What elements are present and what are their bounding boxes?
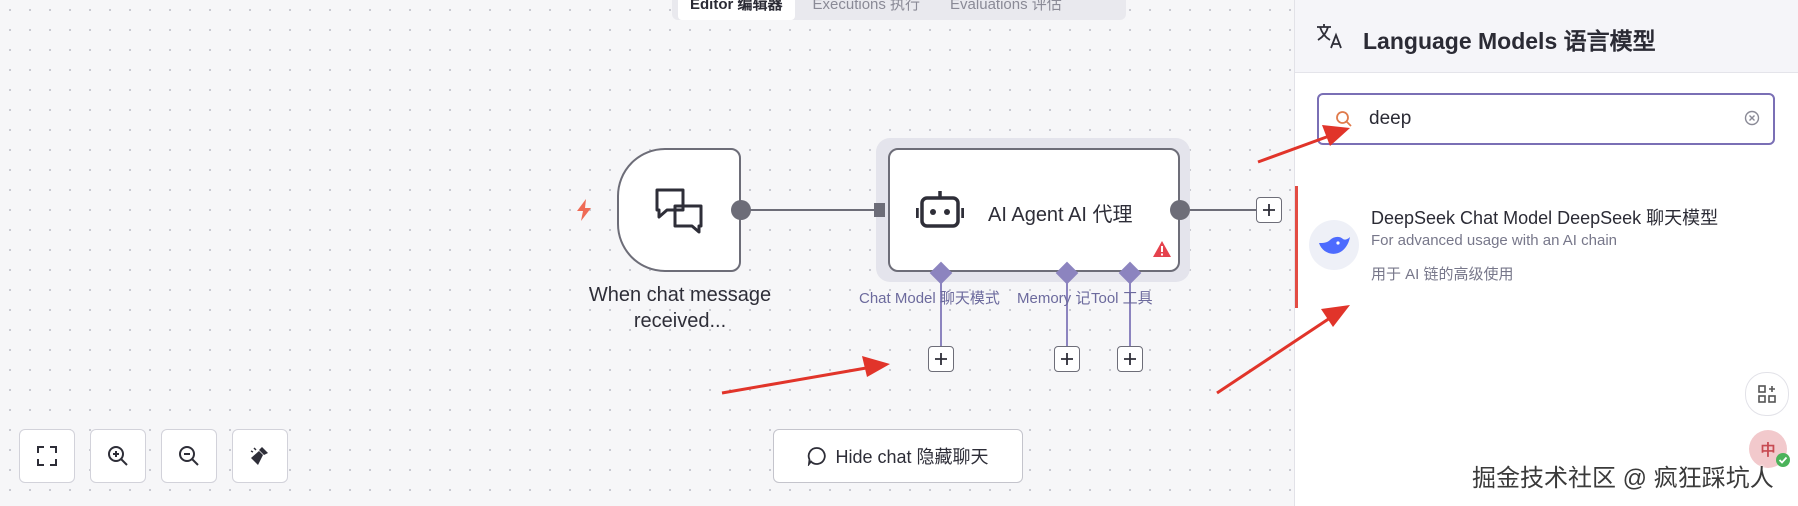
zoom-out-button[interactable]: [161, 429, 217, 483]
add-chat-model-button[interactable]: [928, 346, 954, 372]
plus-icon: [935, 353, 947, 365]
fullscreen-icon: [37, 446, 57, 466]
apps-button[interactable]: [1745, 372, 1789, 416]
result-description-en: For advanced usage with an AI chain: [1371, 232, 1617, 249]
trigger-label-line2: received...: [633, 310, 727, 332]
zoom-in-icon: [108, 446, 128, 466]
agent-output-port: [1170, 200, 1190, 220]
add-tool-button[interactable]: [1117, 346, 1143, 372]
tab-evaluations[interactable]: Evaluations 评估: [950, 0, 1062, 13]
tab-executions[interactable]: Executions 执行: [812, 0, 921, 13]
tool-port-diamond: [1118, 261, 1142, 285]
plus-icon: [1124, 353, 1136, 365]
chat-bubbles-icon: [655, 188, 703, 234]
hide-chat-label: Hide chat 隐藏聊天: [835, 447, 989, 467]
result-item-deepseek[interactable]: DeepSeek Chat Model DeepSeek 聊天模型 For ad…: [1295, 186, 1798, 308]
trigger-output-port[interactable]: [0, 0, 1294, 506]
agent-node-title: AI Agent AI 代理: [988, 204, 1133, 226]
tidy-up-button[interactable]: [232, 429, 288, 483]
ai-agent-node[interactable]: [888, 148, 1180, 272]
chat-bubble-icon: [808, 447, 827, 466]
result-highlight-bar: [1295, 186, 1298, 308]
translate-icon: [1317, 24, 1342, 49]
search-input[interactable]: [1369, 105, 1729, 133]
tab-editor[interactable]: Editor 编辑器: [678, 0, 795, 20]
grid-plus-icon: [1758, 385, 1776, 403]
chat-model-port-diamond: [929, 261, 953, 285]
add-memory-button[interactable]: [1054, 346, 1080, 372]
view-tabs: Editor 编辑器 Executions 执行 Evaluations 评估: [672, 0, 1126, 20]
plus-icon: [1263, 204, 1275, 216]
agent-input-port: [874, 203, 885, 217]
zoom-in-button[interactable]: [90, 429, 146, 483]
agent-ports: [874, 200, 1190, 285]
panel-title: Language Models 语言模型: [1363, 28, 1656, 54]
warning-icon: [1153, 241, 1171, 257]
node-creator-panel: Language Models 语言模型 DeepSeek Chat Model…: [1294, 0, 1798, 506]
result-description-zh: 用于 AI 链的高级使用: [1371, 266, 1514, 283]
hide-chat-button[interactable]: Hide chat 隐藏聊天: [773, 429, 1023, 483]
port-label-tool: Tool 工具: [1091, 290, 1153, 307]
result-title: DeepSeek Chat Model DeepSeek 聊天模型: [1371, 208, 1719, 228]
add-next-node-button[interactable]: [1256, 197, 1282, 223]
fit-view-button[interactable]: [19, 429, 75, 483]
watermark: 掘金技术社区 @ 疯狂踩坑人: [1472, 465, 1774, 492]
check-badge-icon: [1776, 453, 1790, 467]
search-box[interactable]: [1317, 93, 1775, 145]
port-label-memory: Memory 记: [1017, 290, 1091, 307]
port-label-chat-model: Chat Model 聊天模式: [859, 290, 1000, 307]
plus-icon: [1061, 353, 1073, 365]
broom-icon: [250, 447, 268, 465]
memory-port-diamond: [1055, 261, 1079, 285]
deepseek-logo-icon: [1309, 220, 1359, 270]
robot-icon: [916, 191, 964, 228]
clear-search-icon[interactable]: [1743, 109, 1761, 127]
lightning-icon: [577, 199, 591, 221]
trigger-node-label: When chat message received...: [560, 282, 800, 334]
zoom-out-icon: [179, 446, 199, 466]
panel-header: Language Models 语言模型: [1295, 0, 1798, 73]
trigger-label-line1: When chat message: [588, 284, 772, 306]
search-icon: [1336, 111, 1352, 127]
